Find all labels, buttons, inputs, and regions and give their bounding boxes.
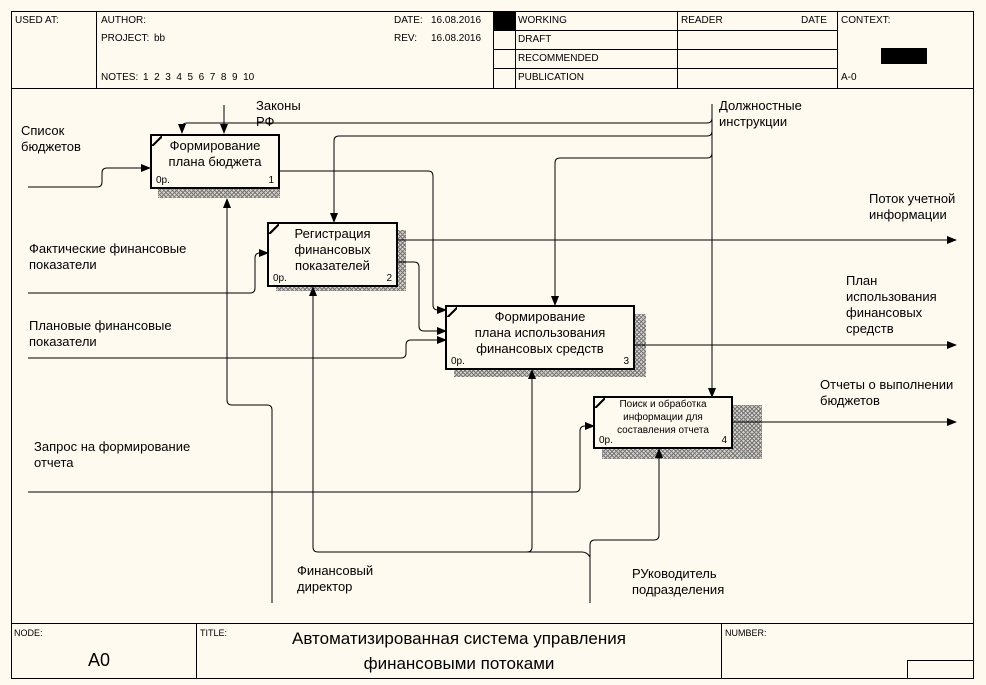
- reader-label: READER: [681, 15, 723, 26]
- context-box-icon: [881, 48, 927, 64]
- box-corner-mark: [447, 307, 457, 317]
- activity-cost: 0р.: [599, 435, 613, 446]
- arrow-input-planned-indicators: [28, 336, 447, 359]
- diagram-title: Автоматизированная система управления фи…: [292, 629, 626, 673]
- notes-label: NOTES:: [101, 72, 139, 83]
- arrow-box2-to-box3: [398, 261, 447, 335]
- arrow-input-actual-indicators: [28, 249, 269, 294]
- used-at-label: USED AT:: [15, 15, 59, 26]
- node-label: NODE:: [14, 628, 43, 638]
- context-node: A-0: [841, 72, 857, 83]
- author-label: AUTHOR:: [101, 15, 146, 26]
- number-label: NUMBER:: [725, 628, 767, 638]
- activity-cost: 0р.: [156, 175, 170, 186]
- rev-value: 16.08.2016: [431, 33, 482, 44]
- status-recommended[interactable]: RECOMMENDED: [518, 53, 599, 64]
- context-label: CONTEXT:: [841, 15, 891, 26]
- arrow-mechanism-dept-head: [589, 448, 663, 603]
- project-value: bb: [154, 33, 166, 44]
- activity-number: 2: [386, 273, 392, 284]
- box-corner-mark: [269, 224, 279, 234]
- activity-number: 4: [721, 435, 727, 446]
- status-publication[interactable]: PUBLICATION: [518, 72, 584, 83]
- project-label: PROJECT:: [101, 33, 150, 44]
- box-corner-mark: [595, 398, 605, 408]
- node-value: A0: [88, 650, 111, 670]
- status-working[interactable]: WORKING: [518, 15, 567, 26]
- arrow-input-report-request: [28, 422, 595, 493]
- status-draft[interactable]: DRAFT: [518, 34, 552, 45]
- status-working-marker: [494, 12, 515, 30]
- reader-date-label: DATE: [801, 15, 827, 26]
- activity-number: 3: [623, 356, 629, 367]
- arrow-input-budget-list: [28, 164, 151, 188]
- box-corner-mark: [152, 136, 162, 146]
- activity-cost: 0р.: [451, 356, 465, 367]
- date-label: DATE:: [394, 15, 423, 26]
- rev-label: REV:: [394, 33, 417, 44]
- notes-values[interactable]: 1 2 3 4 5 6 7 8 9 10: [143, 72, 255, 83]
- arrow-mechanism-fin-director: [223, 198, 273, 603]
- title-label: TITLE:: [200, 628, 228, 638]
- activity-number: 1: [268, 175, 274, 186]
- idef0-frame: [11, 11, 974, 679]
- date-value: 16.08.2016: [431, 15, 482, 26]
- activity-cost: 0р.: [273, 273, 287, 284]
